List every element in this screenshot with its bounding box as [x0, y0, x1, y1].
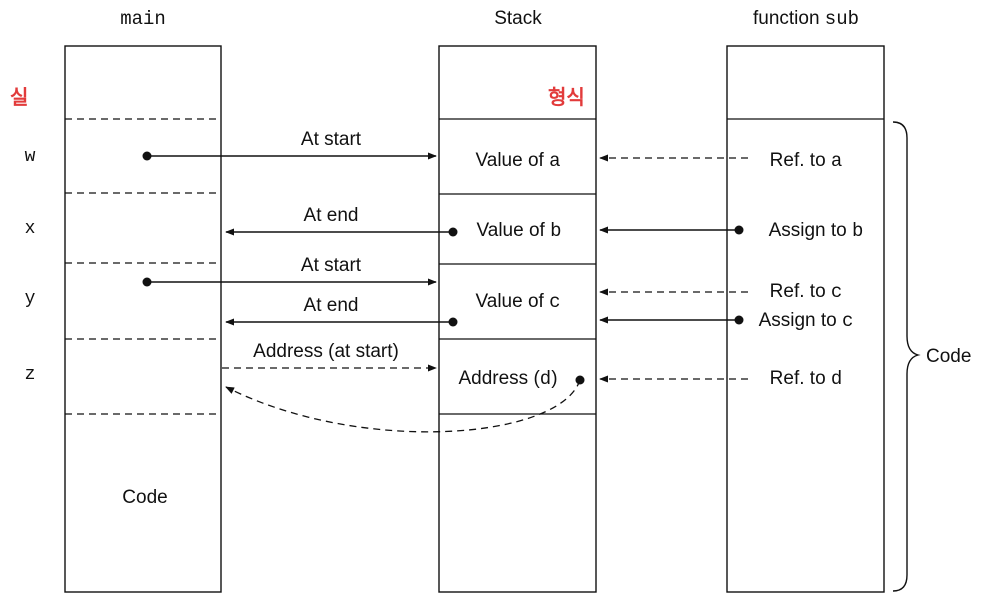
- main-code-label: Code: [122, 487, 167, 508]
- main-column: Code: [64, 45, 222, 593]
- stack-header: Stack: [494, 8, 542, 29]
- sub-ref-a-name: a: [831, 150, 842, 172]
- stack-cell-c-prefix: Value of: [476, 291, 550, 312]
- sub-ref-c: Ref. to c: [770, 281, 843, 303]
- label-y-at-start: At start: [301, 255, 362, 276]
- label-w-at-start: At start: [301, 129, 362, 150]
- handwritten-note-left: 실: [10, 85, 28, 109]
- sub-ref-a-prefix: Ref. to: [770, 150, 831, 171]
- stack-cell-b-name: b: [550, 220, 561, 242]
- stack-column: Value of a Value of b Value of c Address…: [438, 45, 597, 593]
- sub-column: Ref. to a Assign to b Ref. to c Assign t…: [726, 45, 885, 593]
- stack-cell-d-suffix: ): [551, 368, 557, 389]
- stack-cell-a: Value of a: [476, 150, 561, 172]
- sub-assign-b-name: b: [852, 220, 863, 242]
- sub-ref-c-name: c: [831, 281, 842, 303]
- var-label-z: z: [25, 365, 36, 385]
- sub-header-name: sub: [825, 8, 859, 30]
- sub-ref-c-prefix: Ref. to: [770, 281, 831, 302]
- sub-ref-d-name: d: [831, 368, 842, 390]
- sub-assign-c: Assign to c: [759, 310, 854, 332]
- sub-assign-b: Assign to b: [769, 220, 864, 242]
- sub-assign-c-prefix: Assign to: [759, 310, 842, 331]
- sub-stack-arrows: [599, 154, 748, 383]
- stack-cell-c: Value of c: [476, 291, 561, 313]
- brace-code-label: Code: [926, 346, 971, 367]
- code-brace: Code: [892, 121, 971, 592]
- stack-cell-b: Value of b: [477, 220, 562, 242]
- var-label-y: y: [25, 289, 36, 309]
- label-x-at-end: At end: [304, 205, 359, 226]
- stack-cell-b-prefix: Value of: [477, 220, 551, 241]
- sub-header-prefix: function: [753, 8, 825, 29]
- sub-assign-b-prefix: Assign to: [769, 220, 852, 241]
- brace-icon: [892, 121, 921, 592]
- label-z-address-at-start: Address (at start): [253, 341, 399, 362]
- var-label-x: x: [25, 219, 36, 239]
- stack-cell-a-prefix: Value of: [476, 150, 550, 171]
- main-header: main: [120, 8, 166, 30]
- label-y-at-end: At end: [304, 295, 359, 316]
- sub-ref-a: Ref. to a: [770, 150, 843, 172]
- stack-cell-d-prefix: Address (: [458, 368, 540, 389]
- stack-cell-c-name: c: [549, 291, 560, 313]
- stack-cell-a-name: a: [549, 150, 560, 172]
- handwritten-note-right: 형식: [548, 85, 585, 109]
- stack-cell-d: Address (d): [458, 368, 557, 390]
- sub-header: function sub: [753, 8, 859, 30]
- sub-ref-d-prefix: Ref. to: [770, 368, 831, 389]
- sub-box: [726, 45, 885, 593]
- stack-box: [438, 45, 597, 593]
- main-box: [64, 45, 222, 593]
- sub-assign-c-name: c: [842, 310, 853, 332]
- sub-ref-d: Ref. to d: [770, 368, 843, 390]
- var-label-w: w: [25, 147, 36, 167]
- main-stack-arrows: At start At end At start At end Address …: [142, 129, 585, 433]
- curve-d-to-z: [225, 379, 581, 433]
- stack-cell-d-name: d: [540, 368, 551, 390]
